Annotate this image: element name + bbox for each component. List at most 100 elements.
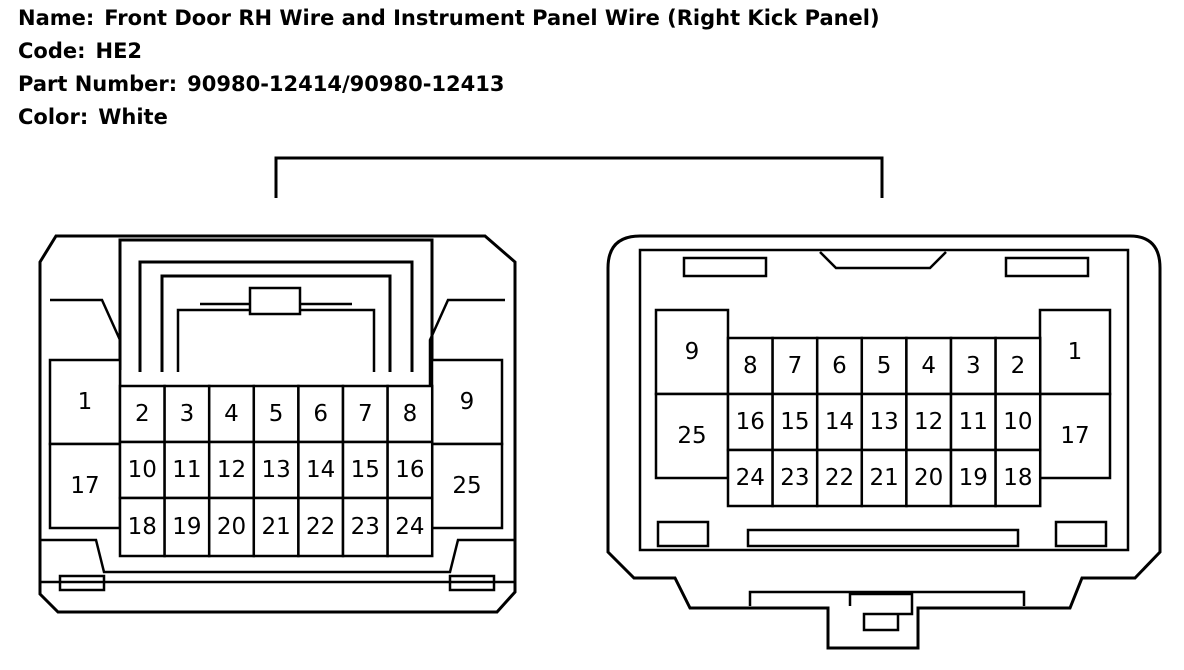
- right-pin-cell: [949, 336, 997, 396]
- left-pin-label: 19: [172, 514, 201, 540]
- right-pin-label: 9: [685, 339, 700, 365]
- right-pin-cell: [860, 448, 908, 508]
- right-pin-label: 24: [736, 465, 765, 491]
- left-connector-bottom-ledge: [40, 538, 515, 584]
- right-pin-cell: [726, 336, 774, 396]
- left-pin-cell: [118, 496, 166, 558]
- right-pin-label: 15: [780, 409, 809, 435]
- right-pin-label: 1: [1068, 339, 1083, 365]
- left-pin-cell: [163, 496, 211, 558]
- left-pin-label: 14: [306, 457, 335, 483]
- left-pin-cell: [118, 440, 166, 500]
- right-connector-inner-frame: [638, 248, 1130, 552]
- name-value: Front Door RH Wire and Instrument Panel …: [104, 6, 880, 30]
- left-connector-inner-outline-right: [428, 298, 505, 390]
- left-pin-label: 15: [351, 457, 380, 483]
- right-pin-cell: [994, 392, 1042, 452]
- left-pin-label: 8: [403, 401, 418, 427]
- right-pin-cell: [949, 392, 997, 452]
- left-pin-label: 11: [172, 457, 201, 483]
- left-pin-grid: 1179252101831119412205132161422715238162…: [48, 358, 504, 558]
- left-pin-cell: [386, 384, 434, 444]
- pairing-bracket: [274, 156, 884, 198]
- right-pin-label: 19: [959, 465, 988, 491]
- right-top-key: [819, 251, 947, 270]
- left-pin-label: 25: [452, 473, 481, 499]
- left-pin-label: 7: [358, 401, 373, 427]
- left-bottom-slot-b: [448, 574, 496, 592]
- code-value: HE2: [95, 39, 143, 63]
- right-bottom-lock: [748, 590, 1026, 632]
- right-pin-label: 13: [869, 409, 898, 435]
- left-pin-label: 9: [460, 389, 475, 415]
- right-pin-label: 14: [825, 409, 854, 435]
- right-pin-label: 16: [736, 409, 765, 435]
- left-pin-label: 23: [351, 514, 380, 540]
- left-latch-inner: [138, 260, 414, 372]
- left-connector-housing: [38, 234, 517, 614]
- right-pin-label: 21: [869, 465, 898, 491]
- right-pin-label: 25: [677, 423, 706, 449]
- right-pin-label: 7: [788, 353, 803, 379]
- left-pin-label: 21: [261, 514, 290, 540]
- left-pin-label: 6: [313, 401, 328, 427]
- left-pin-label: 20: [217, 514, 246, 540]
- left-bottom-slot-a: [58, 574, 106, 592]
- color-value: White: [98, 105, 168, 129]
- right-pin-cell: [994, 448, 1042, 508]
- left-pin-cell: [297, 384, 345, 444]
- left-latch-outer: [118, 238, 434, 370]
- left-latch-tab: [248, 286, 302, 316]
- left-pin-cell: [386, 496, 434, 558]
- left-latch-arm: [160, 274, 392, 372]
- left-pin-cell: [48, 358, 122, 446]
- right-top-slot-b: [1004, 256, 1090, 278]
- right-pin-cell: [726, 392, 774, 452]
- part-number-row: Part Number: 90980-12414/90980-12413: [18, 74, 504, 95]
- right-pin-label: 2: [1011, 353, 1026, 379]
- right-bottom-slot-a: [656, 520, 710, 548]
- code-row: Code: HE2: [18, 41, 142, 62]
- right-pin-label: 23: [780, 465, 809, 491]
- left-pin-label: 10: [128, 457, 157, 483]
- right-pin-cell: [726, 448, 774, 508]
- left-pin-label: 2: [135, 401, 150, 427]
- right-connector: 9251178162471523614225132141220311192101…: [606, 234, 1162, 650]
- right-pin-label: 3: [966, 353, 981, 379]
- right-pin-label: 20: [914, 465, 943, 491]
- right-pin-cell: [905, 336, 953, 396]
- right-pin-grid: 9251178162471523614225132141220311192101…: [654, 308, 1112, 508]
- left-pin-label: 5: [269, 401, 284, 427]
- left-pin-label: 4: [224, 401, 239, 427]
- right-pin-label: 4: [921, 353, 936, 379]
- left-pin-label: 16: [395, 457, 424, 483]
- part-number-label: Part Number:: [18, 72, 178, 96]
- left-pin-label: 18: [128, 514, 157, 540]
- code-label: Code:: [18, 39, 86, 63]
- name-label: Name:: [18, 6, 95, 30]
- left-pin-cell: [386, 440, 434, 500]
- right-pin-cell: [1038, 392, 1112, 480]
- left-pin-cell: [252, 384, 300, 444]
- right-bottom-rail: [746, 528, 1020, 548]
- color-label: Color:: [18, 105, 89, 129]
- right-pin-label: 22: [825, 465, 854, 491]
- name-row: Name: Front Door RH Wire and Instrument P…: [18, 8, 880, 29]
- left-pin-label: 17: [70, 473, 99, 499]
- right-pin-label: 10: [1003, 409, 1032, 435]
- left-pin-label: 12: [217, 457, 246, 483]
- left-pin-label: 1: [78, 389, 93, 415]
- left-pin-label: 22: [306, 514, 335, 540]
- part-number-value: 90980-12414/90980-12413: [187, 72, 505, 96]
- left-pin-label: 13: [261, 457, 290, 483]
- right-pin-label: 6: [832, 353, 847, 379]
- right-top-slot-a: [682, 256, 768, 278]
- right-pin-cell: [994, 336, 1042, 396]
- left-connector: 1179252101831119412205132161422715238162…: [38, 234, 517, 614]
- right-pin-label: 17: [1060, 423, 1089, 449]
- right-pin-label: 8: [743, 353, 758, 379]
- left-pin-label: 24: [395, 514, 424, 540]
- color-row: Color: White: [18, 107, 168, 128]
- right-bottom-slot-b: [1054, 520, 1108, 548]
